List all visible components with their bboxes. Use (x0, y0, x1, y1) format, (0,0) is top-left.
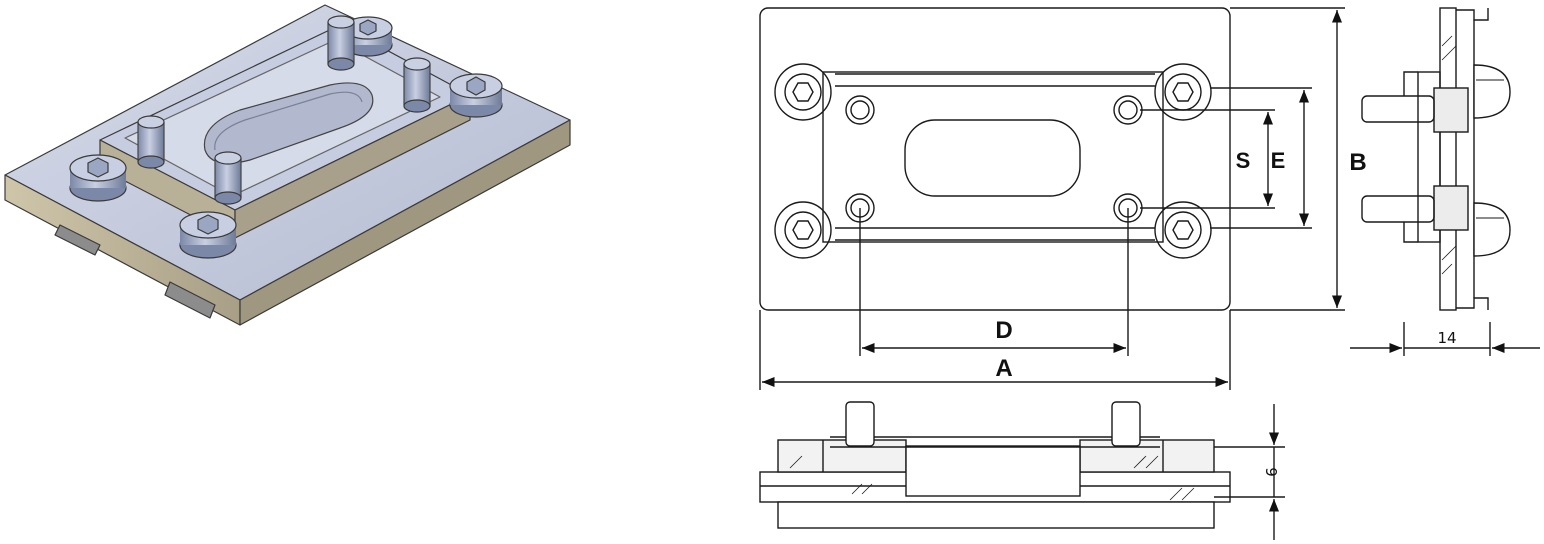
front-view (759, 401, 1285, 540)
side-view (1350, 7, 1540, 356)
dim-label-s: S (1236, 148, 1251, 173)
pin-back-right (403, 57, 431, 113)
foot-left (54, 224, 101, 256)
bolt-back-right (449, 73, 503, 118)
pin-front-left (137, 115, 165, 169)
isometric-view (4, 4, 571, 326)
pin-back-left (327, 15, 355, 71)
bolt-hole-tl (774, 63, 832, 121)
slot-outline (904, 119, 1081, 197)
frame-outline (822, 71, 1164, 243)
base-plate-right (239, 119, 571, 326)
top-view (759, 7, 1345, 390)
dim-label-14: 14 (1437, 329, 1456, 347)
bolt-hole-bl (774, 201, 832, 259)
base-outline (759, 7, 1231, 311)
bolt-front-left (69, 154, 127, 202)
dim-label-9: 9 (1262, 467, 1280, 477)
dim-label-d: D (995, 317, 1012, 344)
dim-label-a: A (995, 355, 1012, 382)
pin-front-right (214, 151, 242, 205)
pin-hole-tl (845, 95, 875, 125)
bolt-front-right (179, 211, 237, 259)
dim-label-e: E (1271, 148, 1286, 173)
dim-label-b: B (1349, 149, 1366, 176)
pin-hole-tr (1113, 95, 1143, 125)
foot-right (164, 281, 216, 319)
bolt-hole-br (1154, 201, 1212, 259)
bolt-back-left (343, 16, 393, 57)
